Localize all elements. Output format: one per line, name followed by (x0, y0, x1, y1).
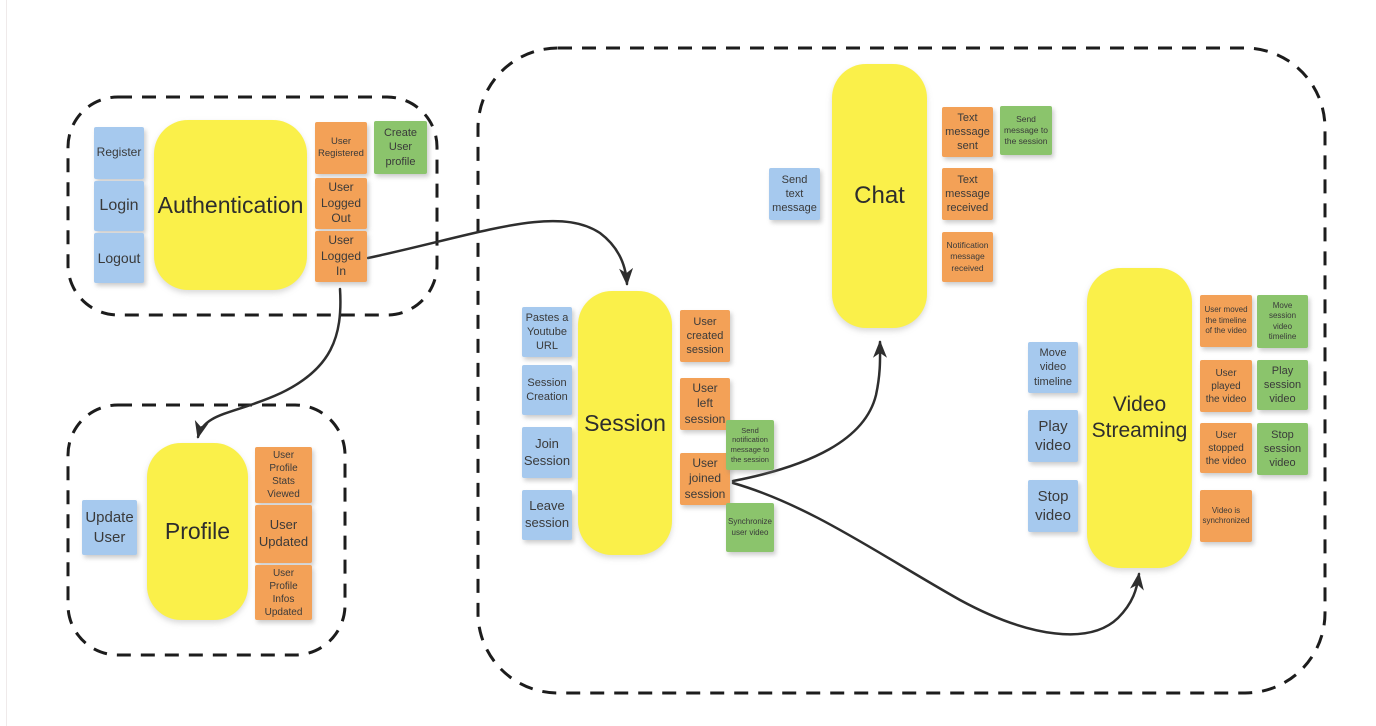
sticky-note-user-updated[interactable]: User Updated (255, 505, 312, 563)
sticky-note-register[interactable]: Register (94, 127, 144, 179)
sticky-note-user-played-the-video[interactable]: User played the video (1200, 360, 1252, 412)
sticky-note-join-session[interactable]: Join Session (522, 427, 572, 478)
sticky-note-pastes-a-youtube-url[interactable]: Pastes a Youtube URL (522, 307, 572, 357)
sticky-note-play-session-video[interactable]: Play session video (1257, 360, 1308, 410)
aggregate-video-streaming[interactable]: Video Streaming (1087, 268, 1192, 568)
sticky-note-user-profile-stats-viewed[interactable]: User Profile Stats Viewed (255, 447, 312, 503)
sticky-note-leave-session[interactable]: Leave session (522, 490, 572, 540)
sticky-note-user-moved-the-timeline-of-the-video[interactable]: User moved the timeline of the video (1200, 295, 1252, 347)
sticky-note-notification-message-received[interactable]: Notification message received (942, 232, 993, 282)
sticky-note-user-joined-session[interactable]: User joined session (680, 453, 730, 505)
sticky-note-video-is-synchronized[interactable]: Video is synchronized (1200, 490, 1252, 542)
sticky-note-stop-session-video[interactable]: Stop session video (1257, 423, 1308, 475)
sticky-note-play-video[interactable]: Play video (1028, 410, 1078, 462)
group-border-main[interactable] (476, 46, 1327, 695)
sticky-note-create-user-profile[interactable]: Create User profile (374, 121, 427, 174)
sticky-note-text-message-received[interactable]: Text message received (942, 168, 993, 220)
sticky-note-send-message-to-the-session[interactable]: Send message to the session (1000, 106, 1052, 155)
sticky-note-user-logged-in[interactable]: User Logged In (315, 231, 367, 282)
sticky-note-session-creation[interactable]: Session Creation (522, 365, 572, 415)
sticky-note-send-text-message[interactable]: Send text message (769, 168, 820, 220)
connector-user-joined-session-to-chat[interactable] (731, 340, 888, 483)
sticky-note-move-video-timeline[interactable]: Move video timeline (1028, 342, 1078, 393)
sticky-note-move-session-video-timeline[interactable]: Move session video timeline (1257, 295, 1308, 348)
connector-user-logged-in-to-session[interactable] (366, 219, 634, 286)
sticky-note-login[interactable]: Login (94, 181, 144, 231)
aggregate-profile[interactable]: Profile (147, 443, 248, 620)
sticky-note-user-stopped-the-video[interactable]: User stopped the video (1200, 423, 1252, 473)
sticky-note-user-left-session[interactable]: User left session (680, 378, 730, 430)
aggregate-session[interactable]: Session (578, 291, 672, 555)
canvas-edge-line (6, 0, 7, 726)
aggregate-authentication[interactable]: Authentication (154, 120, 307, 290)
sticky-note-send-notification-message-to-the-session[interactable]: Send notification message to the session (726, 420, 774, 470)
connector-user-logged-in-to-profile[interactable] (194, 287, 342, 439)
sticky-note-stop-video[interactable]: Stop video (1028, 480, 1078, 532)
sticky-note-logout[interactable]: Logout (94, 233, 144, 283)
sticky-note-user-profile-infos-updated[interactable]: User Profile Infos Updated (255, 565, 312, 620)
sticky-note-update-user[interactable]: Update User (82, 500, 137, 555)
connector-user-joined-session-to-video-streaming[interactable] (731, 481, 1144, 636)
sticky-note-user-registered[interactable]: User Registered (315, 122, 367, 174)
sticky-note-user-created-session[interactable]: User created session (680, 310, 730, 362)
group-border-authentication[interactable] (66, 95, 439, 317)
aggregate-chat[interactable]: Chat (832, 64, 927, 328)
sticky-note-text-message-sent[interactable]: Text message sent (942, 107, 993, 157)
sticky-note-user-logged-out[interactable]: User Logged Out (315, 178, 367, 229)
sticky-note-synchronize-user-video[interactable]: Synchronize user video (726, 503, 774, 552)
